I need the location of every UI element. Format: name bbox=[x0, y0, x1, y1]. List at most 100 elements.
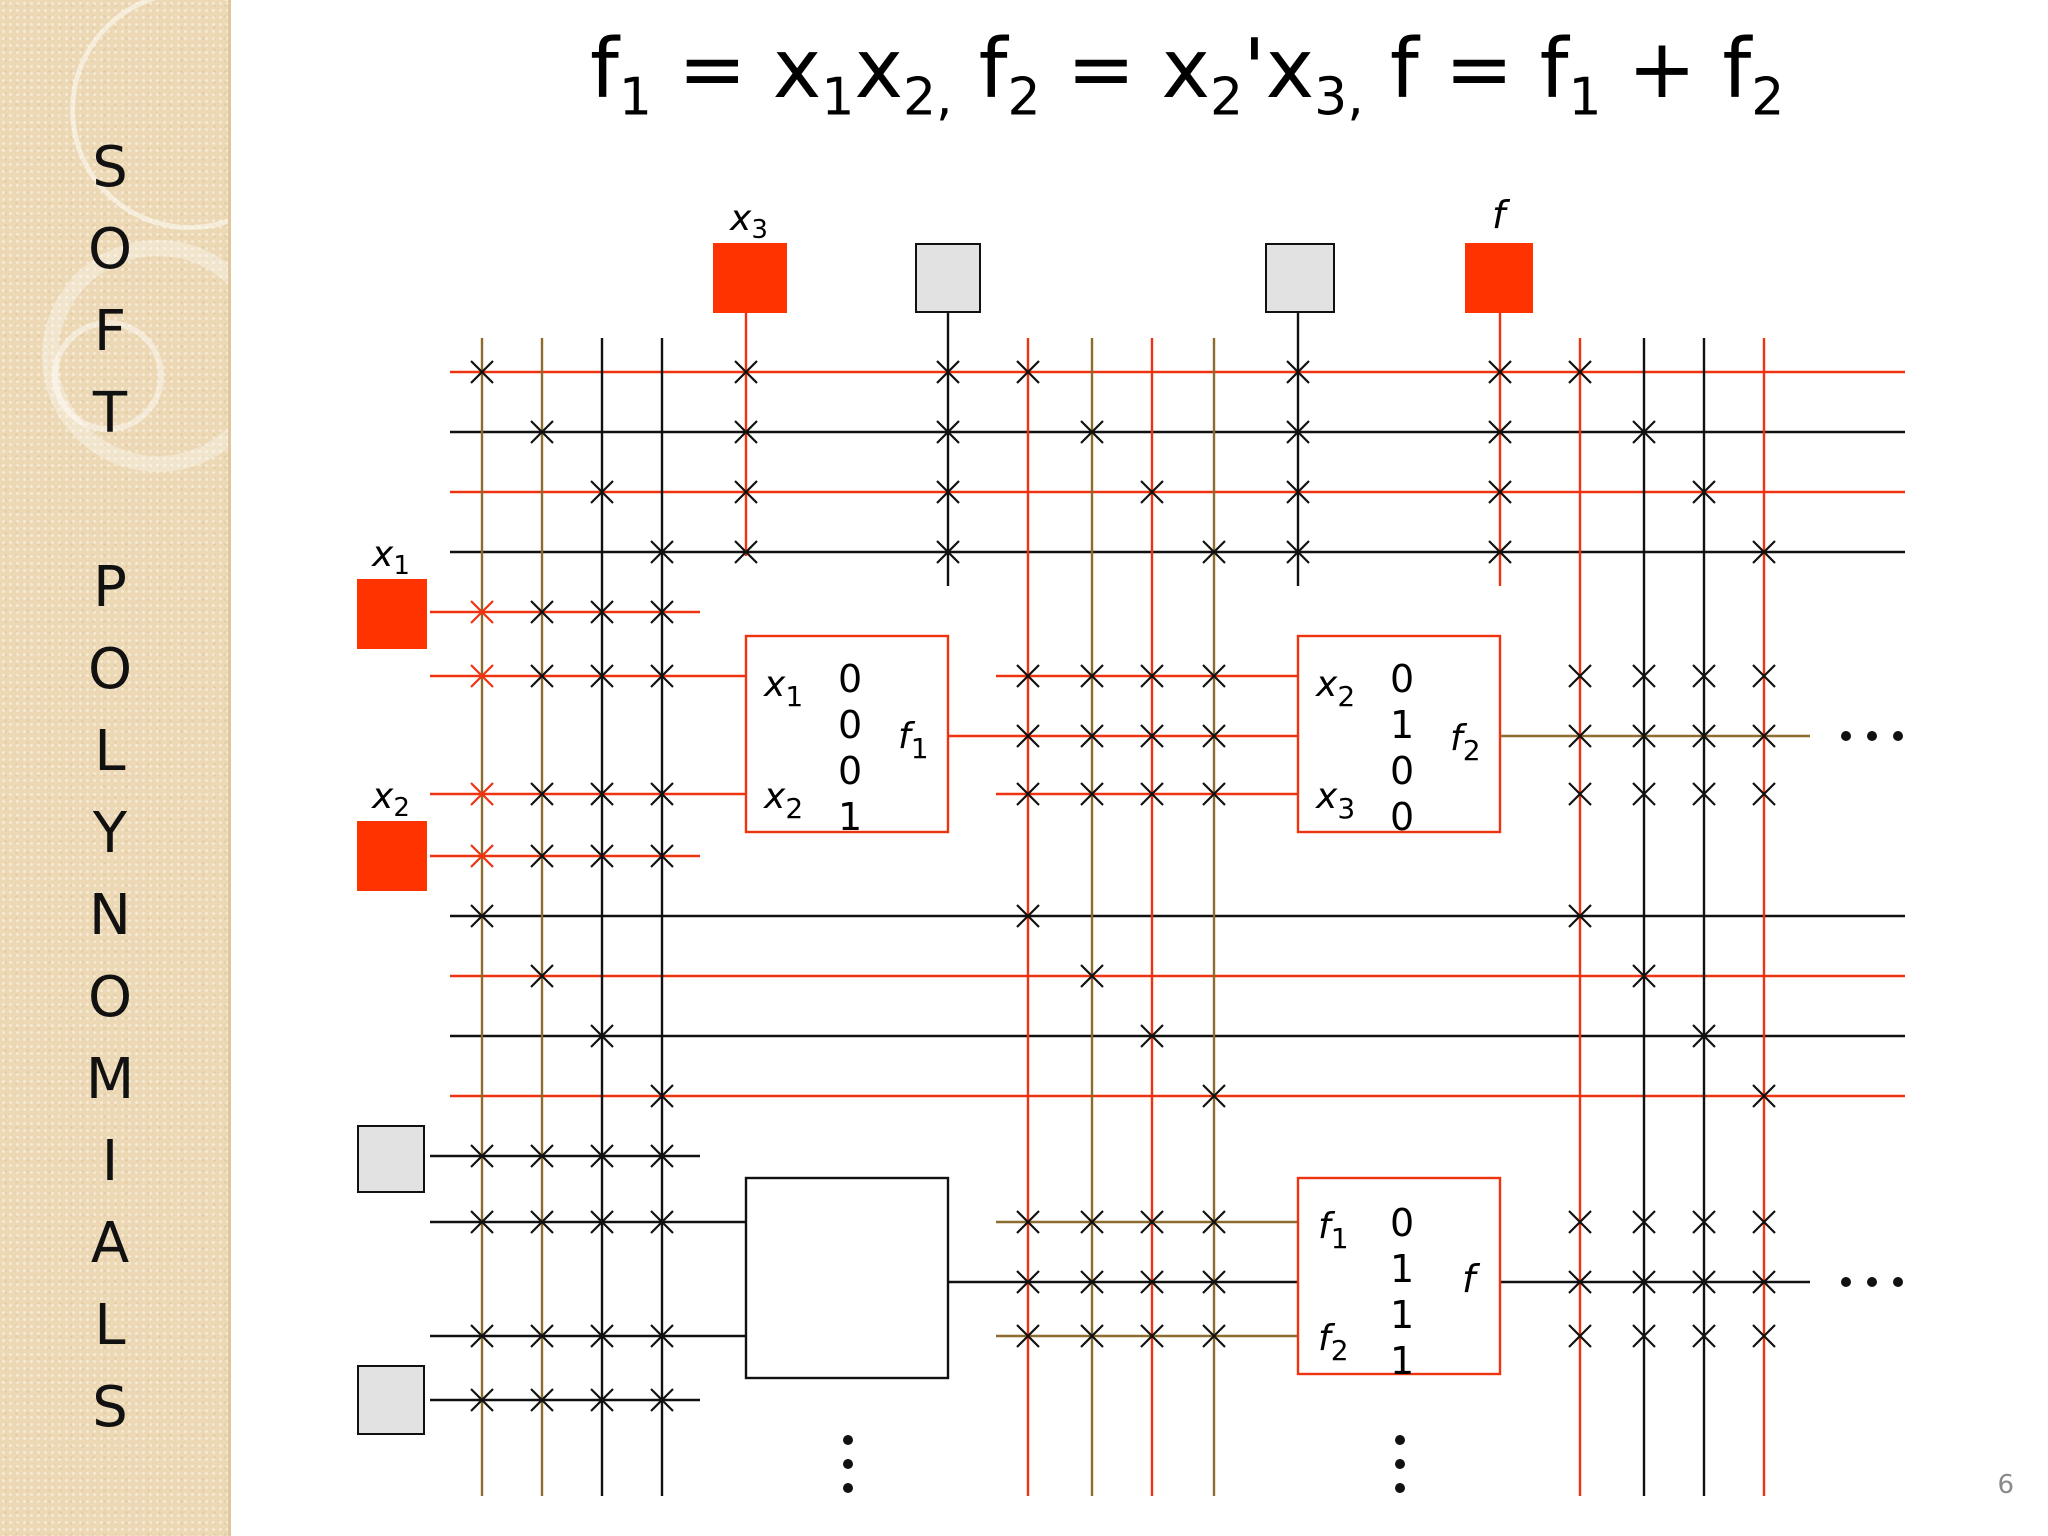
switch-stroke bbox=[530, 1144, 554, 1168]
switch-point bbox=[1140, 480, 1164, 504]
switch-stroke bbox=[1016, 904, 1040, 928]
switch-stroke bbox=[1632, 1210, 1656, 1234]
lut1-input2-label: x2 bbox=[763, 776, 803, 825]
io-pads bbox=[357, 243, 1533, 1435]
pad-x2 bbox=[357, 821, 427, 891]
switch-point bbox=[734, 420, 758, 444]
switch-stroke bbox=[470, 360, 494, 384]
switch-point bbox=[1568, 782, 1592, 806]
switch-stroke bbox=[530, 844, 554, 868]
switch-point bbox=[1632, 724, 1656, 748]
switch-point bbox=[650, 600, 674, 624]
switch-stroke bbox=[590, 1210, 614, 1234]
switch-point bbox=[1692, 1024, 1716, 1048]
slide-title: f1 = x1x2, f2 = x2'x3, f = f1 + f2 bbox=[590, 22, 1785, 128]
switch-stroke bbox=[650, 844, 674, 868]
switch-stroke bbox=[1140, 1210, 1164, 1234]
switch-point bbox=[1752, 1210, 1776, 1234]
pad-unused bbox=[357, 1125, 425, 1193]
switch-stroke bbox=[590, 1324, 614, 1348]
switch-stroke bbox=[530, 1210, 554, 1234]
switch-stroke bbox=[734, 540, 758, 564]
sidebar-letter: Y bbox=[92, 801, 128, 866]
continuation-dot bbox=[1395, 1435, 1405, 1445]
switch-point bbox=[1080, 964, 1104, 988]
switch-stroke bbox=[530, 964, 554, 988]
switch-point bbox=[1016, 904, 1040, 928]
switch-point bbox=[1140, 1270, 1164, 1294]
switch-point bbox=[1080, 1210, 1104, 1234]
switch-stroke bbox=[1286, 360, 1310, 384]
switch-stroke bbox=[1202, 1324, 1226, 1348]
switch-point bbox=[1202, 664, 1226, 688]
switch-point bbox=[1568, 664, 1592, 688]
switch-stroke bbox=[1016, 664, 1040, 688]
switch-stroke bbox=[1692, 1324, 1716, 1348]
switch-point bbox=[530, 420, 554, 444]
switch-stroke bbox=[1488, 540, 1512, 564]
switch-stroke bbox=[1568, 1210, 1592, 1234]
switch-stroke bbox=[734, 480, 758, 504]
switch-point bbox=[530, 964, 554, 988]
switch-point bbox=[1692, 1210, 1716, 1234]
sidebar-letter: A bbox=[90, 1211, 130, 1276]
switch-point bbox=[530, 600, 554, 624]
switch-point bbox=[1752, 724, 1776, 748]
switch-stroke bbox=[470, 1144, 494, 1168]
switch-point bbox=[650, 664, 674, 688]
switch-point bbox=[1752, 1324, 1776, 1348]
switch-stroke bbox=[1692, 1210, 1716, 1234]
switch-point bbox=[1016, 782, 1040, 806]
switch-point bbox=[470, 1210, 494, 1234]
switch-stroke bbox=[1752, 1084, 1776, 1108]
switch-stroke bbox=[530, 782, 554, 806]
switch-point bbox=[1202, 724, 1226, 748]
switch-stroke bbox=[1488, 480, 1512, 504]
switch-stroke bbox=[1016, 1210, 1040, 1234]
switch-stroke bbox=[530, 1388, 554, 1412]
switch-stroke bbox=[1692, 664, 1716, 688]
switch-point bbox=[650, 1210, 674, 1234]
switch-point bbox=[936, 540, 960, 564]
switch-point bbox=[590, 600, 614, 624]
switch-stroke bbox=[530, 420, 554, 444]
switch-stroke bbox=[1202, 1084, 1226, 1108]
switch-point bbox=[1016, 1270, 1040, 1294]
switch-point bbox=[1752, 1270, 1776, 1294]
switch-stroke bbox=[590, 600, 614, 624]
switch-stroke bbox=[470, 664, 494, 688]
switch-point bbox=[1632, 1270, 1656, 1294]
switch-point bbox=[470, 1324, 494, 1348]
switch-stroke bbox=[1632, 1270, 1656, 1294]
switch-point bbox=[1080, 1270, 1104, 1294]
switch-stroke bbox=[1632, 782, 1656, 806]
switch-point bbox=[470, 1144, 494, 1168]
switch-stroke bbox=[1016, 1324, 1040, 1348]
switch-point bbox=[650, 782, 674, 806]
switch-stroke bbox=[1140, 782, 1164, 806]
switch-point bbox=[1488, 480, 1512, 504]
switch-stroke bbox=[1632, 420, 1656, 444]
switch-point bbox=[1016, 1324, 1040, 1348]
pad-x1 bbox=[357, 579, 427, 649]
switch-stroke bbox=[590, 1388, 614, 1412]
switch-point bbox=[1016, 724, 1040, 748]
sidebar-letter: O bbox=[87, 217, 133, 282]
switch-stroke bbox=[1568, 664, 1592, 688]
switch-point bbox=[1286, 540, 1310, 564]
switch-point bbox=[1016, 360, 1040, 384]
switch-point bbox=[1286, 360, 1310, 384]
switch-stroke bbox=[1692, 480, 1716, 504]
switch-stroke bbox=[1286, 420, 1310, 444]
sidebar-letter: P bbox=[93, 555, 127, 620]
lut2-input2-label: x3 bbox=[1315, 776, 1355, 825]
sidebar-divider bbox=[228, 0, 231, 1536]
switch-point bbox=[530, 664, 554, 688]
switch-point bbox=[530, 1388, 554, 1412]
switch-point bbox=[650, 1324, 674, 1348]
lut3-truth-bit: 1 bbox=[1390, 1293, 1414, 1337]
switch-stroke bbox=[530, 1324, 554, 1348]
switch-stroke bbox=[936, 480, 960, 504]
switch-point bbox=[590, 1144, 614, 1168]
